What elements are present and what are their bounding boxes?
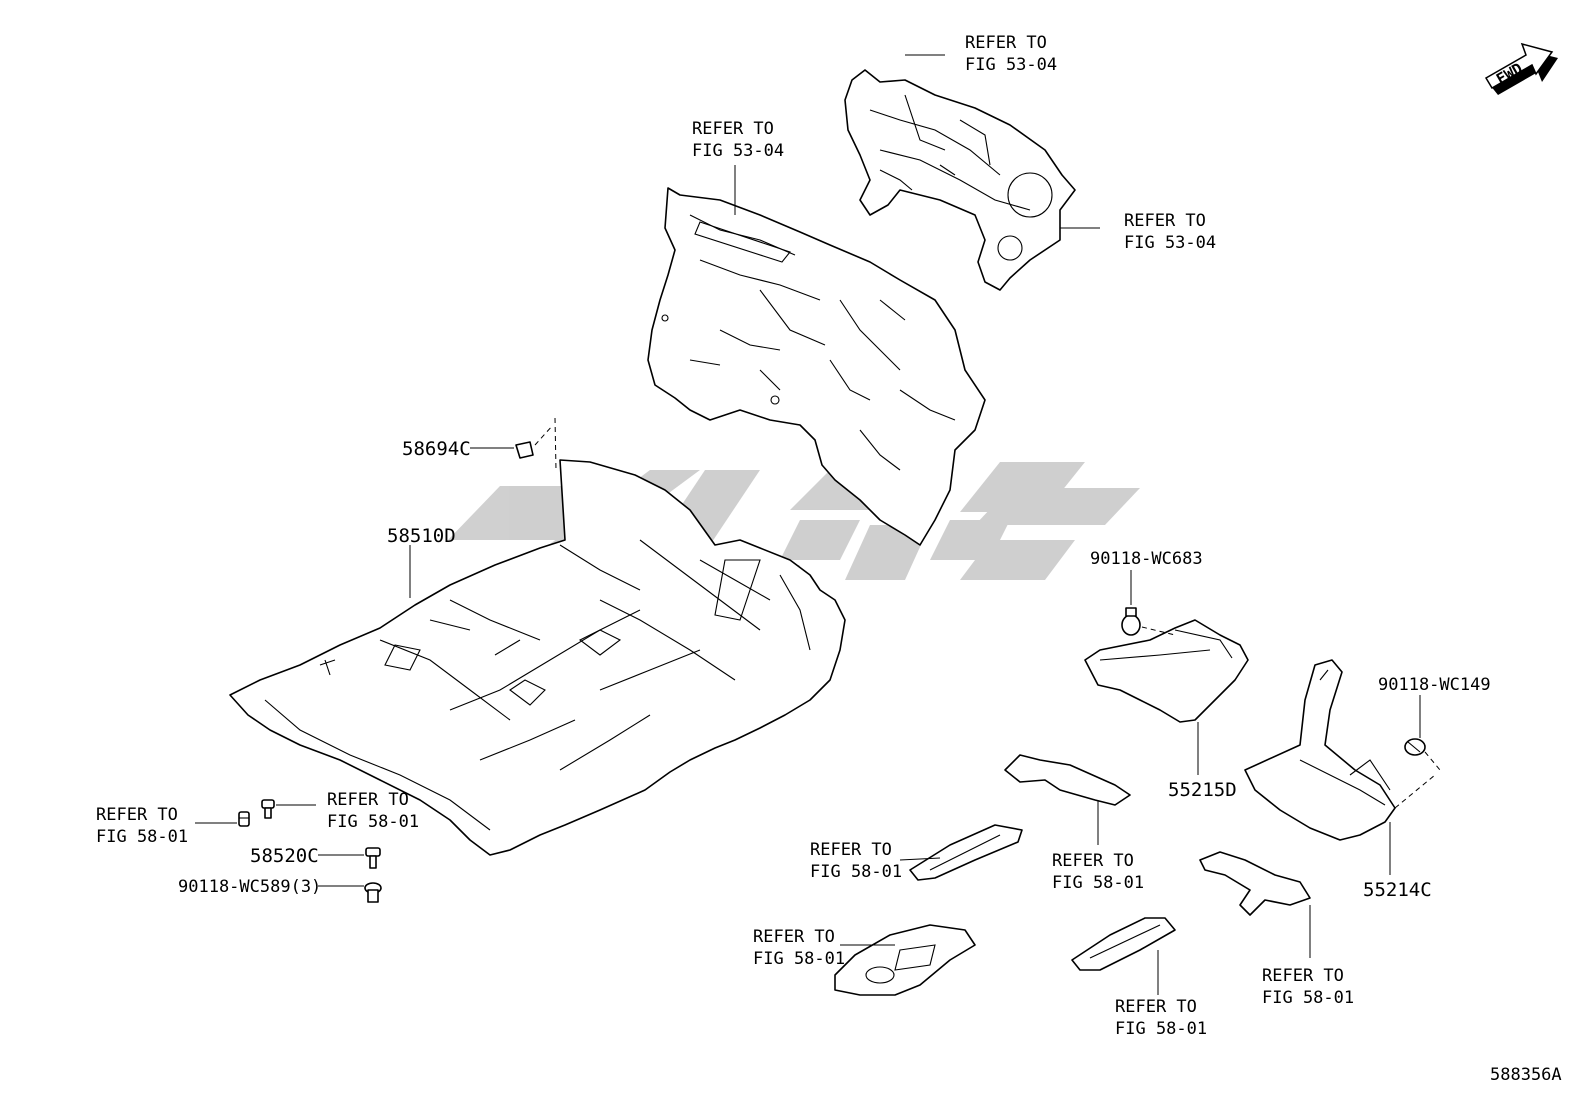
refer-bolt-right-line2: FIG 58-01	[327, 812, 419, 832]
insulator-55215d	[1084, 607, 1249, 723]
refer-pad-center-line2: FIG 58-01	[810, 862, 902, 882]
pad-lower-mid	[1071, 917, 1176, 971]
bolt-left-icon	[238, 811, 250, 827]
refer-dash-right-line1: REFER TO	[1124, 211, 1206, 231]
refer-bolt-left-line2: FIG 58-01	[96, 827, 188, 847]
refer-pad-lower-mid-line1: REFER TO	[1115, 997, 1197, 1017]
refer-pad-mid-line1: REFER TO	[1052, 851, 1134, 871]
clip-58520c-icon	[365, 847, 381, 869]
part-90118-wc149: 90118-WC149	[1378, 675, 1491, 695]
refer-pad-lower-left-line2: FIG 58-01	[753, 949, 845, 969]
part-90118-wc683: 90118-WC683	[1090, 549, 1203, 569]
clip-58694c	[515, 417, 557, 471]
insulator-55214c	[1244, 659, 1441, 841]
refer-pad-lower-mid-line2: FIG 58-01	[1115, 1019, 1207, 1039]
floor-carpet	[229, 459, 846, 856]
nut-90118-wc589-icon	[364, 882, 382, 903]
part-58694c: 58694C	[402, 438, 471, 460]
floor-pads	[834, 754, 1311, 996]
refer-bolt-left-line1: REFER TO	[96, 805, 178, 825]
part-58510d: 58510D	[387, 525, 456, 547]
refer-bolt-right-line1: REFER TO	[327, 790, 409, 810]
clip-90118-wc683-icon	[1121, 607, 1141, 636]
refer-pad-mid-line2: FIG 58-01	[1052, 873, 1144, 893]
dash-silencer-outer	[844, 69, 1076, 291]
dash-silencer-inner	[647, 187, 986, 546]
part-90118-wc589: 90118-WC589(3)	[178, 877, 321, 897]
clip-90118-wc149-icon	[1404, 738, 1426, 756]
refer-pad-lower-right-line1: REFER TO	[1262, 966, 1344, 986]
refer-pad-lower-right-line2: FIG 58-01	[1262, 988, 1354, 1008]
part-55214c: 55214C	[1363, 879, 1432, 901]
refer-top-cap-line2: FIG 53-04	[965, 55, 1057, 75]
refer-dash-upper-line2: FIG 53-04	[692, 141, 784, 161]
bolt-right-icon	[261, 799, 275, 819]
leader-lines	[195, 54, 1421, 995]
figure-id: 588356A	[1490, 1065, 1562, 1085]
fasteners-left	[238, 799, 382, 903]
part-55215d: 55215D	[1168, 779, 1237, 801]
pad-upper-middle	[1004, 754, 1131, 806]
refer-top-cap-line1: REFER TO	[965, 33, 1047, 53]
refer-dash-right-line2: FIG 53-04	[1124, 233, 1216, 253]
refer-pad-lower-left-line1: REFER TO	[753, 927, 835, 947]
forward-arrow-icon: FWD	[1484, 42, 1558, 95]
refer-dash-upper-line1: REFER TO	[692, 119, 774, 139]
callout-labels: REFER TO FIG 53-04 REFER TO FIG 53-04 RE…	[96, 33, 1562, 1085]
pad-lower-right	[1199, 851, 1311, 916]
pad-lower-left	[834, 924, 976, 996]
part-58520c: 58520C	[250, 845, 319, 867]
refer-pad-center-line1: REFER TO	[810, 840, 892, 860]
